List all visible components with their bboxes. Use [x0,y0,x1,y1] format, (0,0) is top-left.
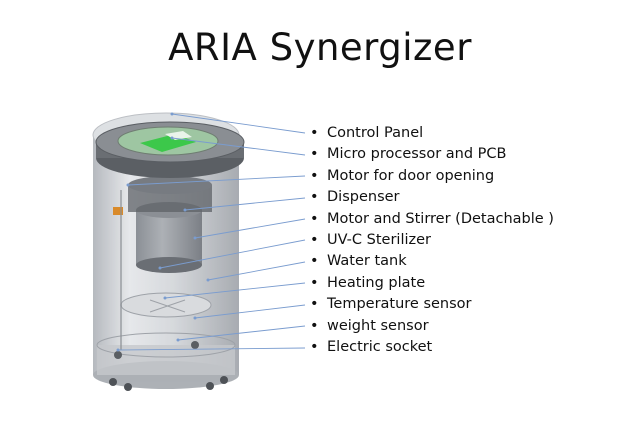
label-motor-door: •Motor for door opening [310,167,495,184]
diagram-title: ARIA Synergizer [168,26,472,69]
leader-line-pcb [171,137,306,156]
label-microprocessor-pcb: •Micro processor and PCB [310,146,507,163]
leader-line-control-panel [171,113,306,134]
label-uvc-sterilizer: •UV-C Sterilizer [310,231,431,248]
label-temperature-sensor: •Temperature sensor [310,296,472,313]
label-electric-socket: •Electric socket [310,338,433,355]
leader-line-uvc [159,239,306,269]
label-weight-sensor: •weight sensor [310,317,429,334]
door-motor-part [113,207,123,215]
leader-line-temperature [194,304,306,319]
label-heating-plate: •Heating plate [310,274,426,291]
leader-line-weight [177,325,306,341]
device-base [96,332,236,391]
leader-line-heating [164,282,306,299]
label-water-tank: •Water tank [310,253,407,270]
leader-line-dispenser [184,197,306,211]
label-control-panel: •Control Panel [310,125,424,141]
leader-line-socket [117,347,306,351]
leader-lines [117,113,306,351]
leader-line-motor-door [127,175,306,186]
label-dispenser: •Dispenser [310,189,400,206]
inner-tank [128,176,212,273]
control-panel [117,126,219,156]
component-label-list: •Control Panel •Micro processor and PCB … [310,123,554,358]
label-motor-stirrer: •Motor and Stirrer (Detachable ) [310,210,554,227]
leader-line-water-tank [207,261,306,281]
leader-line-stirrer [194,218,306,239]
heating-plate [120,292,212,318]
